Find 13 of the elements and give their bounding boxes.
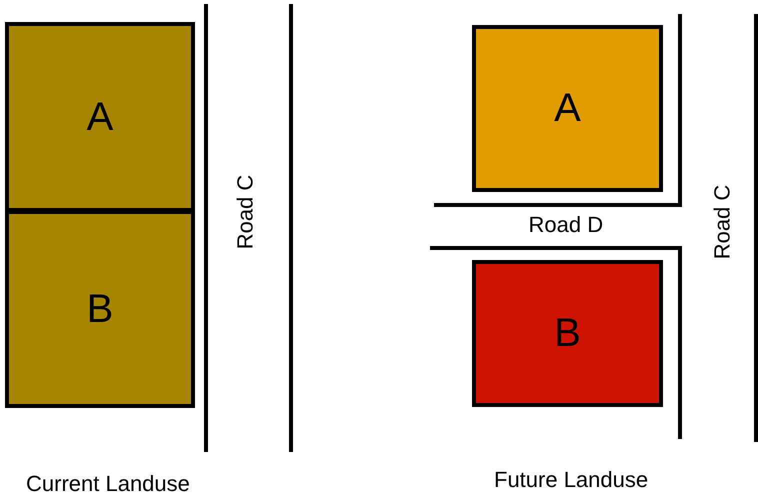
road-name: Road C: [232, 174, 258, 250]
land-parcel: [5, 210, 195, 408]
parcel-label: B: [86, 286, 114, 332]
parcel-label: A: [554, 86, 581, 131]
land-parcel: [472, 260, 663, 407]
map-caption: Current Landuse: [26, 471, 190, 497]
parcel-label: B: [554, 311, 581, 356]
road-name: Road D: [528, 212, 604, 238]
land-parcel: [5, 22, 195, 212]
map-caption: Future Landuse: [494, 467, 648, 493]
land-parcel: [472, 25, 663, 192]
parcel-label: A: [86, 94, 114, 140]
road-name: Road C: [708, 184, 735, 260]
